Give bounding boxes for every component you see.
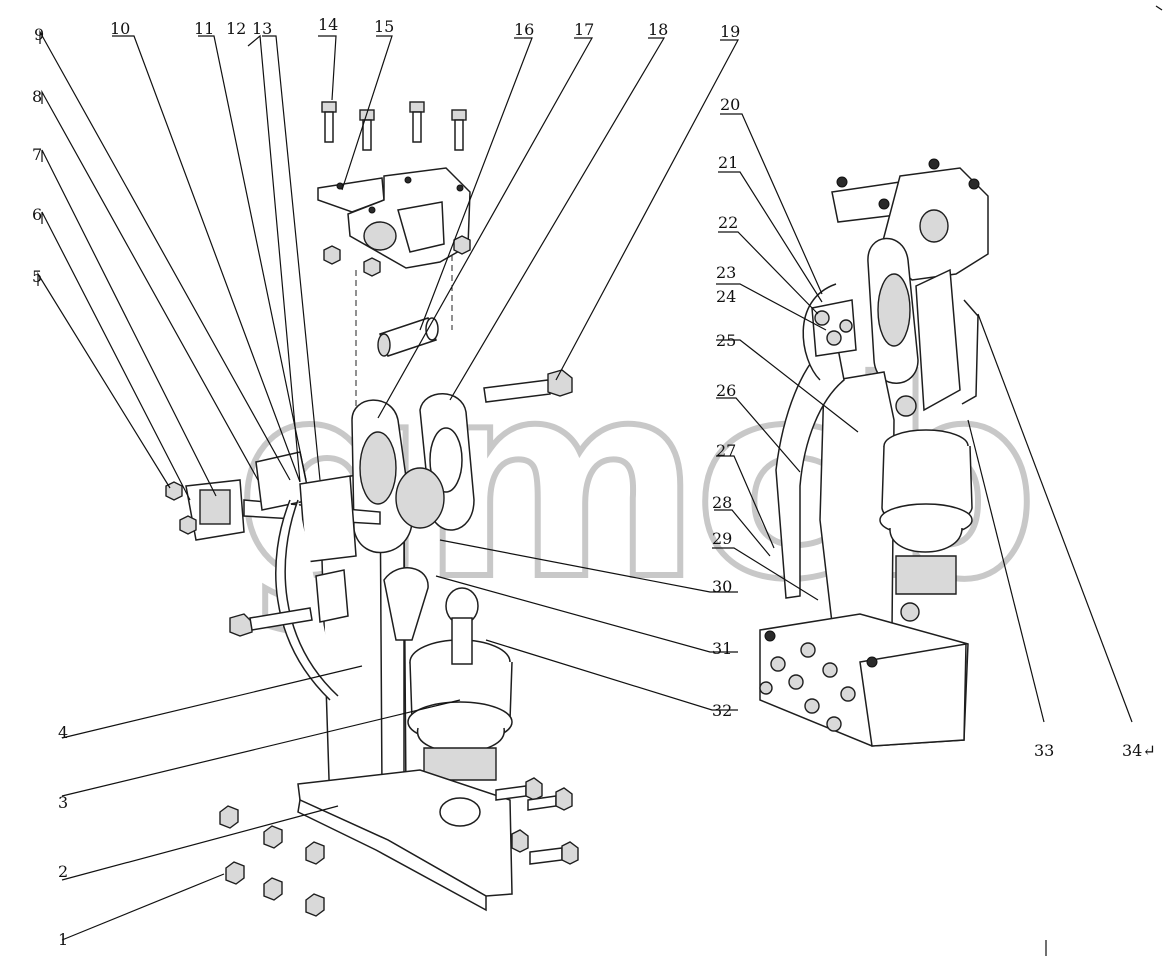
exploded-assembly (37, 29, 740, 941)
leader-lines-left (37, 29, 740, 941)
bracket-nuts (323, 235, 471, 277)
air-spring (407, 587, 513, 781)
callout-34: 34↵ (1122, 741, 1156, 760)
bushing (377, 317, 439, 357)
callout-24: 24 (716, 287, 736, 306)
callout-28: 28 (712, 493, 732, 512)
callout-33: 33 (1034, 741, 1054, 760)
long-bolt (483, 369, 573, 403)
upper-bracket (317, 167, 471, 269)
top-bolts (321, 101, 467, 151)
callout-11: 11 (194, 19, 214, 38)
callout-27: 27 (716, 441, 736, 460)
callout-26: 26 (716, 381, 736, 400)
assembled-view (712, 113, 1133, 747)
callout-13: 13 (252, 19, 272, 38)
callout-19: 19 (720, 22, 740, 41)
callout-25: 25 (716, 331, 736, 350)
callout-10: 10 (110, 19, 130, 38)
callout-20: 20 (720, 95, 740, 114)
callout-9: 9 (34, 25, 44, 44)
callout-labels: 1 2 3 4 5 6 7 8 9 10 11 12 13 14 15 16 1… (32, 15, 1156, 949)
callout-31: 31 (712, 639, 732, 658)
valve-assembly (165, 451, 381, 563)
callout-1: 1 (58, 930, 68, 949)
callout-29: 29 (712, 529, 732, 548)
callout-21: 21 (718, 153, 738, 172)
callout-32: 32 (712, 701, 732, 720)
callout-8: 8 (32, 87, 42, 106)
callout-16: 16 (514, 20, 534, 39)
callout-15: 15 (374, 17, 394, 36)
callout-23: 23 (716, 263, 736, 282)
callout-6: 6 (32, 205, 42, 224)
leader-lines-right (712, 113, 1133, 723)
bottom-bolts (495, 777, 579, 865)
callout-2: 2 (58, 862, 68, 881)
pivot-plates (351, 393, 475, 554)
callout-7: 7 (32, 145, 42, 164)
side-bolt (229, 607, 313, 637)
callout-18: 18 (648, 20, 668, 39)
callout-22: 22 (718, 213, 738, 232)
callout-3: 3 (58, 793, 68, 812)
callout-4: 4 (58, 723, 68, 742)
callout-30: 30 (712, 577, 732, 596)
loose-nuts (219, 805, 325, 917)
callout-14: 14 (318, 15, 338, 34)
callout-17: 17 (574, 20, 594, 39)
callout-5: 5 (32, 267, 42, 286)
base-plate (297, 769, 513, 912)
callout-12: 12 (226, 19, 246, 38)
